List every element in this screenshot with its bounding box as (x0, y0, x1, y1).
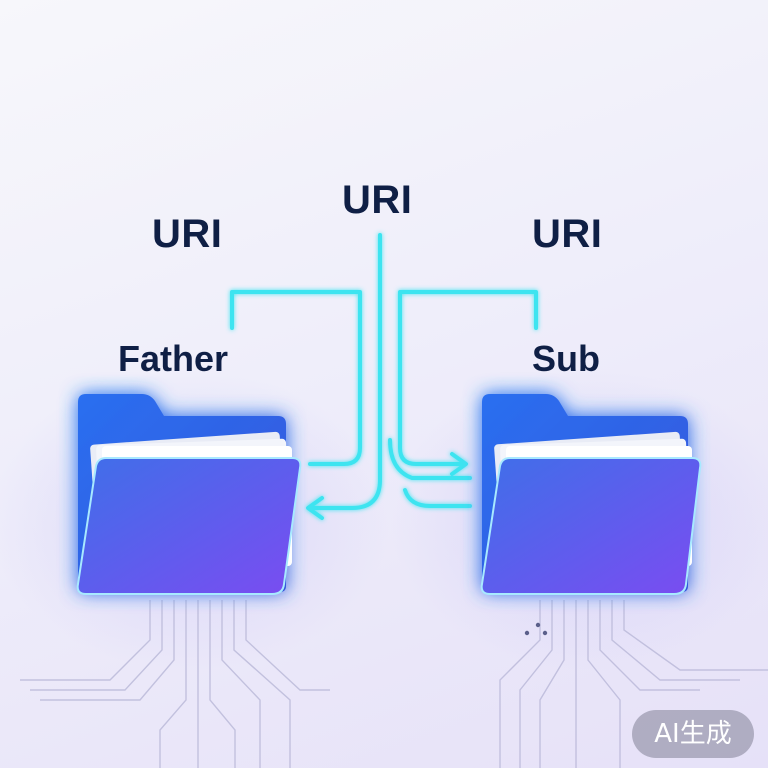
ai-generated-badge: AI生成 (632, 710, 754, 758)
right-flow-line-upper (388, 438, 472, 480)
left-flow-line (310, 438, 382, 510)
arrow-right-icon (450, 452, 468, 476)
connector-lines (230, 233, 538, 510)
right-flow-line-lower (403, 488, 472, 508)
folder-front (480, 457, 702, 595)
father-label: Father (118, 338, 229, 379)
uri-label-right: URI (532, 212, 603, 256)
arrowheads (306, 452, 468, 520)
uri-label-left: URI (152, 212, 223, 256)
left-uri-bracket (230, 290, 362, 466)
arrow-left-icon (306, 496, 324, 520)
father-folder-icon[interactable] (76, 394, 302, 595)
circuit-dots (524, 622, 548, 636)
circuit-traces-right (499, 600, 768, 768)
circuit-traces-left (20, 600, 330, 768)
sub-label: Sub (532, 338, 600, 379)
right-uri-bracket (398, 290, 538, 466)
uri-label-center: URI (342, 178, 413, 222)
sub-folder-icon[interactable] (480, 394, 702, 595)
folder-front (76, 457, 302, 595)
